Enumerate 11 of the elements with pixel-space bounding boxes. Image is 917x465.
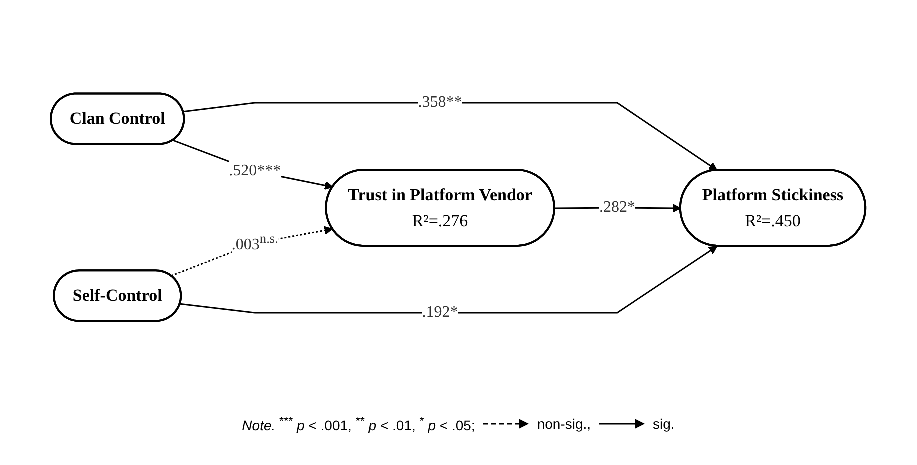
edge-label: .358** bbox=[418, 94, 463, 110]
edge-label: .520*** bbox=[229, 162, 282, 179]
edge-label: .192* bbox=[422, 303, 459, 320]
edge-label: .003$^{n.s.}$ bbox=[232, 230, 279, 254]
legend-text: non-sig., bbox=[537, 416, 592, 432]
arrow bbox=[184, 102, 718, 170]
edge-label: .282* bbox=[600, 198, 636, 216]
arrow bbox=[180, 246, 718, 314]
note-text: Note. $^{***}$ p < .001, $^{**}$ p < .01, $^{*}$ p < .05; bbox=[242, 415, 476, 434]
arrow bbox=[173, 139, 334, 190]
legend-text: sig. bbox=[653, 416, 675, 432]
